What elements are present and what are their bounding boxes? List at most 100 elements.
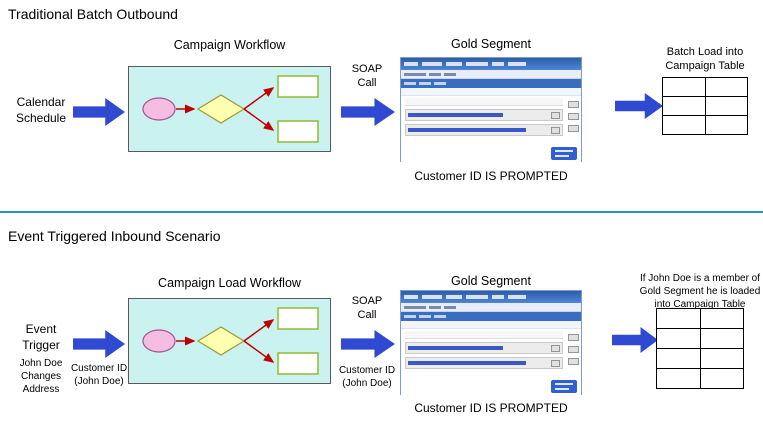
- arrow-workflow-to-segment-bottom: [341, 330, 395, 358]
- arrow-segment-to-table-bottom: [612, 327, 658, 353]
- campaign-workflow-box: [128, 66, 331, 152]
- customer-id-john-doe-label-left: Customer ID (John Doe): [70, 363, 128, 387]
- row-button: [551, 126, 560, 134]
- table-cell: [705, 97, 747, 115]
- flow-arrow-2: [243, 87, 275, 110]
- gold-segment-title-bottom: Gold Segment: [451, 274, 531, 288]
- calendar-schedule-label: Calendar Schedule: [15, 95, 67, 125]
- screenshot-submit-button: [551, 147, 577, 160]
- titlebar-tab: [422, 295, 442, 299]
- titlebar-tab: [404, 62, 418, 66]
- soap-call-label-top: SOAP Call: [351, 63, 383, 90]
- screenshot-body: [401, 98, 581, 163]
- screenshot-body: [401, 331, 581, 396]
- menu-item: [404, 306, 426, 309]
- table-cell: [657, 329, 700, 348]
- menu-item: [444, 306, 456, 309]
- campaign-table-top: [662, 77, 748, 135]
- table-cell: [657, 349, 700, 368]
- record-link: [408, 346, 503, 350]
- titlebar-tab: [446, 295, 462, 299]
- screenshot-record-row: [405, 357, 563, 369]
- table-cell: [657, 309, 700, 328]
- titlebar-tab: [492, 295, 504, 299]
- side-button: [568, 334, 579, 341]
- process-rect-bottom: [277, 120, 319, 143]
- decision-diamond: [196, 326, 246, 356]
- screenshot-column-header: [405, 98, 563, 106]
- gold-segment-screenshot: [400, 57, 582, 163]
- flow-arrow-3: [243, 108, 275, 131]
- section-title-batch-outbound: Traditional Batch Outbound: [8, 6, 178, 22]
- toolbar-item: [419, 82, 431, 85]
- table-cell: [663, 78, 705, 96]
- titlebar-tab: [446, 62, 462, 66]
- john-doe-changes-address-label: John Doe Changes Address: [19, 358, 63, 395]
- toolbar-item: [419, 315, 431, 318]
- soap-call-label-bottom: SOAP Call: [351, 295, 383, 322]
- screenshot-side-buttons: [568, 101, 579, 132]
- campaign-load-workflow-title: Campaign Load Workflow: [158, 276, 301, 290]
- menu-item: [404, 73, 426, 76]
- row-button: [551, 111, 560, 119]
- toolbar-item: [404, 82, 416, 85]
- screenshot-titlebar: [401, 291, 581, 303]
- titlebar-tab: [492, 62, 504, 66]
- toolbar-item: [434, 315, 446, 318]
- process-rect-bottom: [277, 352, 319, 375]
- gold-segment-screenshot: [400, 290, 582, 396]
- table-cell: [700, 309, 743, 328]
- titlebar-tab: [508, 62, 526, 66]
- table-cell: [700, 369, 743, 388]
- side-button: [568, 358, 579, 365]
- screenshot-menubar: [401, 303, 581, 312]
- screenshot-record-row: [405, 342, 563, 354]
- process-rect-top: [277, 75, 319, 98]
- process-rect-top: [277, 307, 319, 330]
- side-button: [568, 113, 579, 120]
- workflow-flowchart: [142, 307, 319, 375]
- menu-item: [444, 73, 456, 76]
- screenshot-toolbar: [401, 79, 581, 88]
- screenshot-subbar: [401, 88, 581, 96]
- record-link: [408, 113, 503, 117]
- flow-arrow-3: [243, 340, 275, 363]
- section-divider: [0, 211, 763, 213]
- john-doe-member-table-title: If John Doe is a member of Gold Segment …: [639, 273, 761, 310]
- event-trigger-label: Event Trigger: [22, 322, 60, 352]
- arrow-event-to-workflow: [73, 330, 125, 358]
- screenshot-side-buttons: [568, 334, 579, 365]
- customer-id-john-doe-label-mid: Customer ID (John Doe): [338, 365, 396, 389]
- toolbar-item: [404, 315, 416, 318]
- row-button: [551, 359, 560, 367]
- titlebar-tab: [404, 295, 418, 299]
- screenshot-titlebar: [401, 58, 581, 70]
- customer-id-prompt-top: Customer ID IS PROMPTED: [414, 169, 568, 183]
- titlebar-tab: [466, 62, 488, 66]
- arrow-calendar-to-workflow: [73, 98, 125, 126]
- toolbar-item: [434, 82, 446, 85]
- arrow-segment-to-table: [615, 93, 663, 119]
- screenshot-column-header: [405, 331, 563, 339]
- flow-arrow-2: [243, 319, 275, 342]
- customer-id-prompt-bottom: Customer ID IS PROMPTED: [414, 401, 568, 415]
- arrow-workflow-to-segment: [341, 98, 395, 126]
- batch-load-table-title: Batch Load into Campaign Table: [665, 46, 745, 73]
- screenshot-record-row: [405, 124, 563, 136]
- campaign-load-workflow-box: [128, 298, 331, 384]
- row-button: [551, 344, 560, 352]
- table-cell: [663, 97, 705, 115]
- campaign-workflow-title: Campaign Workflow: [173, 38, 286, 52]
- table-cell: [700, 329, 743, 348]
- side-button: [568, 346, 579, 353]
- record-link: [408, 361, 526, 365]
- table-cell: [657, 369, 700, 388]
- table-cell: [663, 116, 705, 134]
- table-cell: [705, 116, 747, 134]
- menu-item: [429, 73, 441, 76]
- menu-item: [429, 306, 441, 309]
- titlebar-tab: [422, 62, 442, 66]
- decision-diamond: [196, 94, 246, 124]
- table-cell: [705, 78, 747, 96]
- screenshot-subbar: [401, 321, 581, 329]
